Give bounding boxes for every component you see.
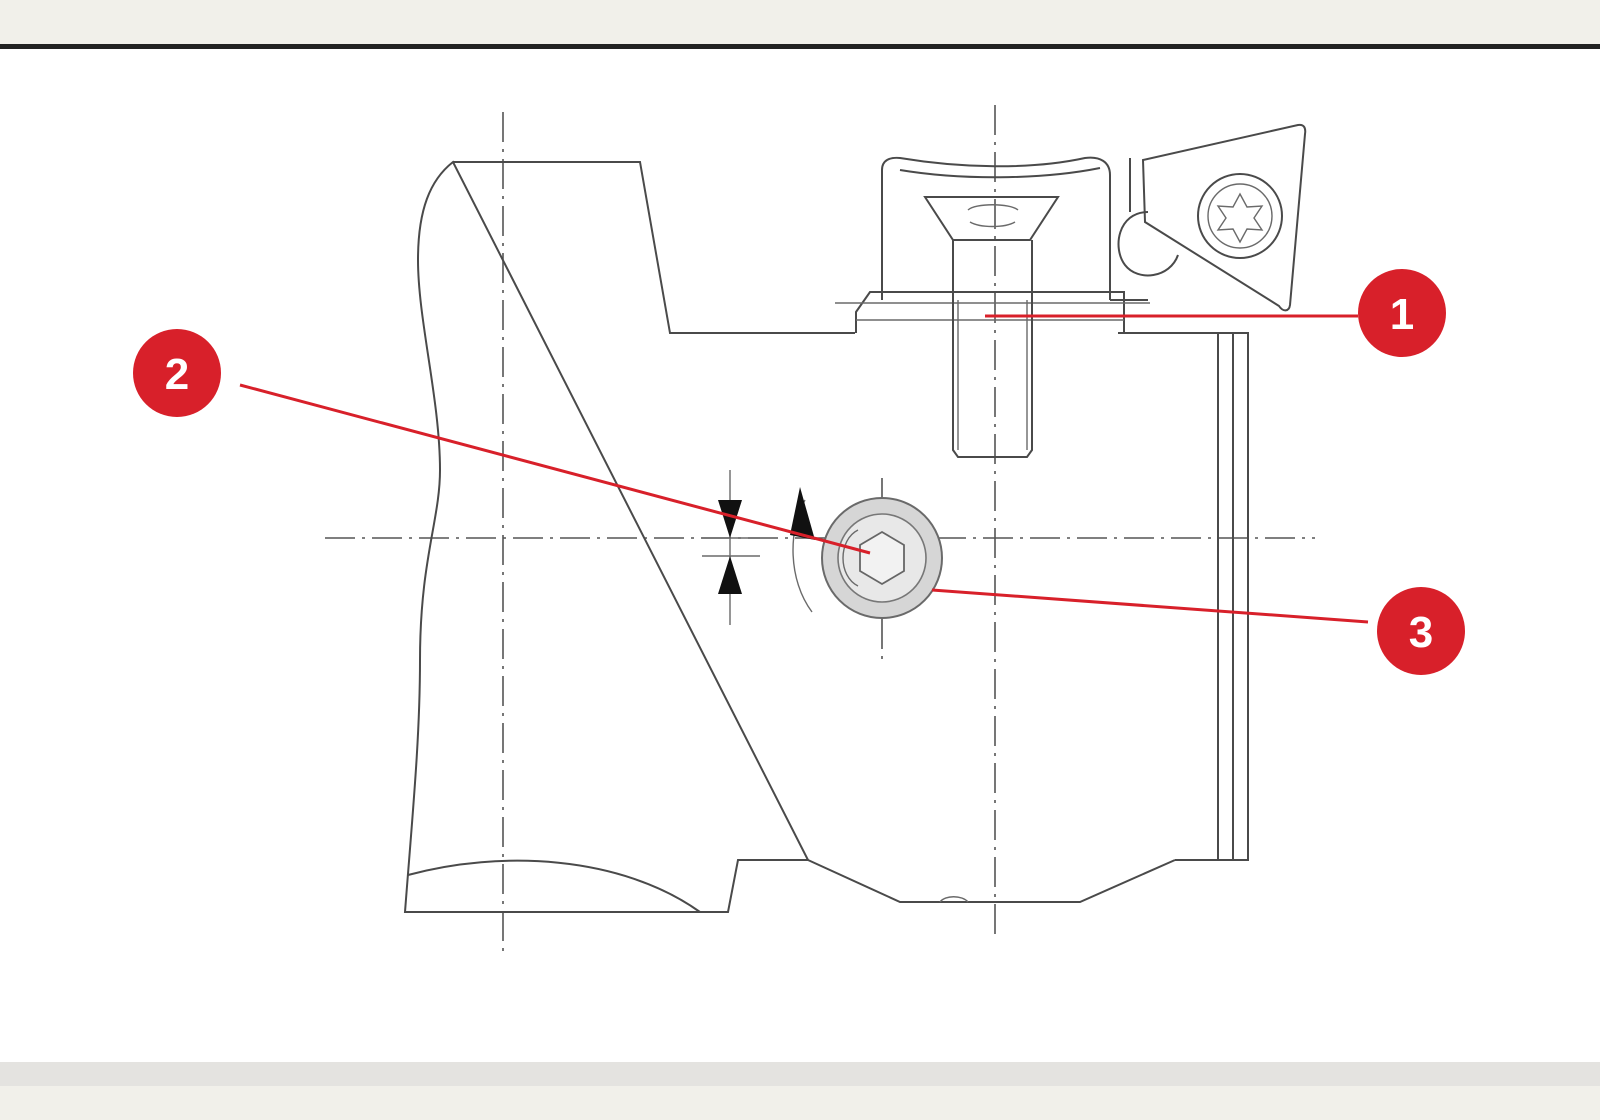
top-rule <box>0 44 1600 49</box>
footer-band <box>0 1086 1600 1120</box>
insert-screw-head <box>1207 183 1273 249</box>
leader-lines <box>239 314 1369 624</box>
clamp-block <box>835 156 1150 333</box>
callout-2-circle <box>133 329 221 417</box>
arrow-down-icon <box>718 500 742 538</box>
hex-socket-icon <box>859 530 905 586</box>
screw-head <box>923 196 1060 241</box>
tool-body <box>403 160 1249 913</box>
leader-3 <box>931 588 1369 624</box>
clamp-outline <box>881 156 1111 300</box>
insert-pocket-edge <box>1110 158 1148 301</box>
clamp-base <box>855 291 1125 333</box>
body-bottom-chamfer <box>807 859 1176 903</box>
clamp-arc <box>899 167 1101 179</box>
body-bottom-notch <box>939 896 969 903</box>
drawing-panel <box>0 49 1600 1062</box>
arrow-up-icon <box>718 556 742 594</box>
callout-1-label: 1 <box>1390 290 1414 339</box>
insert-screw-hole <box>1197 173 1283 259</box>
callout-1-circle <box>1358 269 1446 357</box>
callout-2: 2 <box>133 329 221 417</box>
leader-2 <box>239 383 871 555</box>
insert-pocket-lobe <box>1117 211 1179 277</box>
adjust-screw-offset-arc <box>842 529 859 587</box>
callout-3-circle <box>1377 587 1465 675</box>
top-band <box>0 0 1600 34</box>
body-bottom-curve <box>407 859 701 913</box>
torx-icon <box>1216 192 1264 244</box>
callout-3: 3 <box>1377 587 1465 675</box>
insert-triangle <box>1141 123 1307 312</box>
torx-icon <box>967 204 1019 228</box>
adjust-screw <box>821 497 943 619</box>
screw-shank <box>952 240 1033 458</box>
insert-screw <box>923 196 1060 458</box>
callout-3-label: 3 <box>1409 608 1433 657</box>
rotation-arrow-icon <box>790 487 815 540</box>
offset-dimension <box>702 470 815 625</box>
bottom-band <box>0 1062 1600 1086</box>
center-lines <box>325 105 1315 955</box>
callout-2-label: 2 <box>165 350 189 399</box>
cutting-insert <box>1110 123 1307 312</box>
callout-1: 1 <box>1358 269 1446 357</box>
body-outline <box>403 160 1249 913</box>
